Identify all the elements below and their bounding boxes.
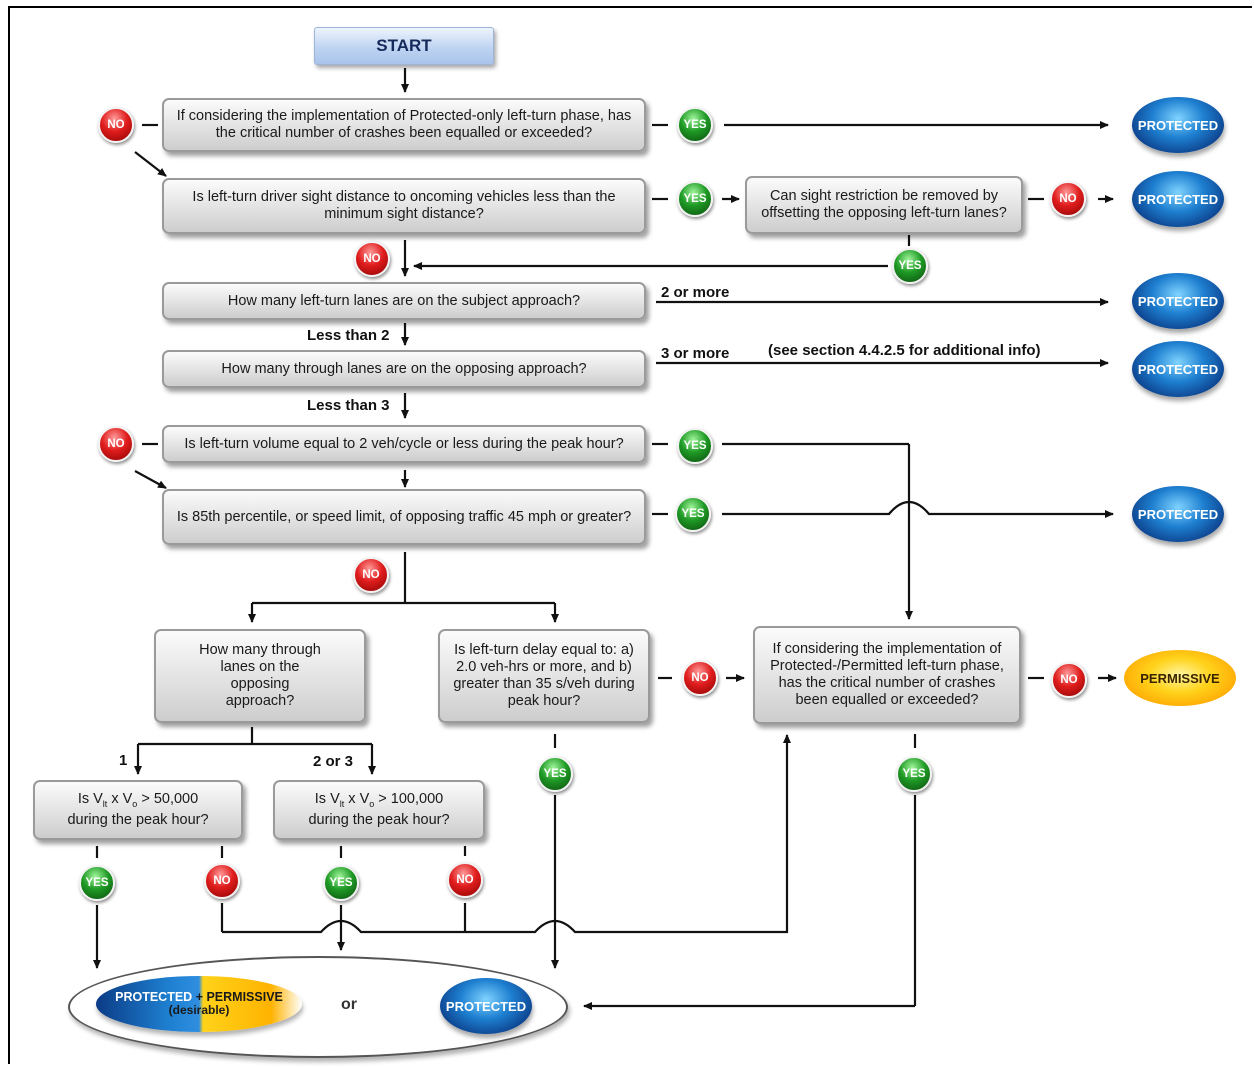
protected-outcome: PROTECTED <box>1132 273 1224 329</box>
no-badge: NO <box>447 862 483 898</box>
yes-badge: YES <box>79 865 115 901</box>
label-two-or-more: 2 or more <box>661 284 730 301</box>
no-badge: NO <box>98 107 134 143</box>
protected-outcome: PROTECTED <box>1132 486 1224 542</box>
diagram-frame <box>8 6 1252 1064</box>
or-label: or <box>341 996 357 1013</box>
yes-badge: YES <box>677 428 713 464</box>
question-box-volume-50000: Is Vlt x Vo > 50,000 during the peak hou… <box>33 780 243 840</box>
question-box-volume-100000: Is Vlt x Vo > 100,000 during the peak ho… <box>273 780 485 840</box>
yes-badge: YES <box>677 107 713 143</box>
protected-permissive-outcome: PROTECTED + PERMISSIVE (desirable) <box>96 976 302 1032</box>
question-box-through-lanes: How many through lanes are on the opposi… <box>162 350 646 388</box>
protected-outcome: PROTECTED <box>1132 341 1224 397</box>
no-badge: NO <box>354 241 390 277</box>
yes-badge: YES <box>675 496 711 532</box>
start-node: START <box>314 27 494 65</box>
question-box-sight-distance: Is left-turn driver sight distance to on… <box>162 178 646 234</box>
no-badge: NO <box>682 660 718 696</box>
protected-outcome: PROTECTED <box>1132 171 1224 227</box>
peak-hour-line: during the peak hour? <box>67 812 209 829</box>
label-less-than-3: Less than 3 <box>307 397 390 414</box>
volume-product-line: Is Vlt x Vo > 100,000 <box>314 790 444 809</box>
question-box-left-turn-volume: Is left-turn volume equal to 2 veh/cycle… <box>162 425 646 463</box>
question-box-opposing-lanes: How many through lanes on the opposing a… <box>154 629 366 723</box>
question-box-speed: Is 85th percentile, or speed limit, of o… <box>162 489 646 545</box>
combo-note: (desirable) <box>168 1003 230 1017</box>
volume-product-line: Is Vlt x Vo > 50,000 <box>77 790 199 809</box>
label-see-section: (see section 4.4.2.5 for additional info… <box>768 342 1041 359</box>
label-less-than-2: Less than 2 <box>307 327 390 344</box>
protected-outcome: PROTECTED <box>1132 97 1224 153</box>
question-box-left-turn-delay: Is left-turn delay equal to: a) 2.0 veh-… <box>438 629 650 723</box>
yes-badge: YES <box>323 865 359 901</box>
label-three-or-more: 3 or more <box>661 345 730 362</box>
yes-badge: YES <box>892 248 928 284</box>
question-box-crash-protected-permitted: If considering the implementation of Pro… <box>753 626 1021 724</box>
question-box-crash-protected: If considering the implementation of Pro… <box>162 98 646 152</box>
no-badge: NO <box>204 863 240 899</box>
protected-outcome: PROTECTED <box>440 978 532 1034</box>
no-badge: NO <box>1051 662 1087 698</box>
peak-hour-line: during the peak hour? <box>308 812 450 829</box>
permissive-outcome: PERMISSIVE <box>1124 650 1236 706</box>
question-box-left-turn-lanes: How many left-turn lanes are on the subj… <box>162 282 646 320</box>
yes-badge: YES <box>677 181 713 217</box>
combo-title: PROTECTED + PERMISSIVE <box>115 990 283 1004</box>
no-badge: NO <box>1050 181 1086 217</box>
no-badge: NO <box>98 426 134 462</box>
question-box-sight-restriction: Can sight restriction be removed by offs… <box>745 176 1023 234</box>
yes-badge: YES <box>537 756 573 792</box>
label-one: 1 <box>119 752 128 769</box>
yes-badge: YES <box>896 756 932 792</box>
label-two-or-three: 2 or 3 <box>313 753 354 770</box>
no-badge: NO <box>353 557 389 593</box>
